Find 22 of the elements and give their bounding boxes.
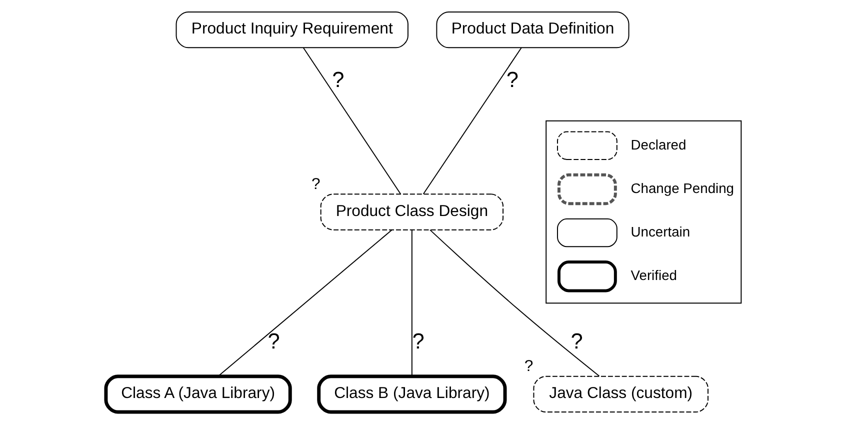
edge-label: ?: [412, 328, 424, 354]
legend-label: Verified: [630, 267, 678, 284]
edge-label: ?: [506, 66, 518, 92]
legend-label: Declared: [630, 136, 686, 152]
connector: [218, 229, 392, 377]
edge-label: ?: [570, 328, 583, 354]
connector: [430, 229, 600, 377]
node-box: Class A (Java Library): [104, 374, 292, 414]
edge-label: ?: [268, 328, 280, 354]
connector: [422, 47, 522, 194]
node-box: Java Class (custom): [533, 376, 708, 413]
node-label: ?: [311, 176, 320, 194]
node-box: Product Inquiry Requirement: [176, 11, 408, 48]
node-box: Product Data Definition: [436, 11, 630, 48]
node-box: Product Class Design: [320, 194, 504, 230]
connector: [302, 47, 402, 194]
edge-label: ?: [332, 66, 344, 92]
legend-label: Change Pending: [630, 180, 734, 196]
node-box: Class B (Java Library): [317, 374, 507, 414]
connector: [411, 229, 412, 377]
legend-label: Uncertain: [630, 223, 690, 240]
node-label: ?: [524, 358, 534, 376]
